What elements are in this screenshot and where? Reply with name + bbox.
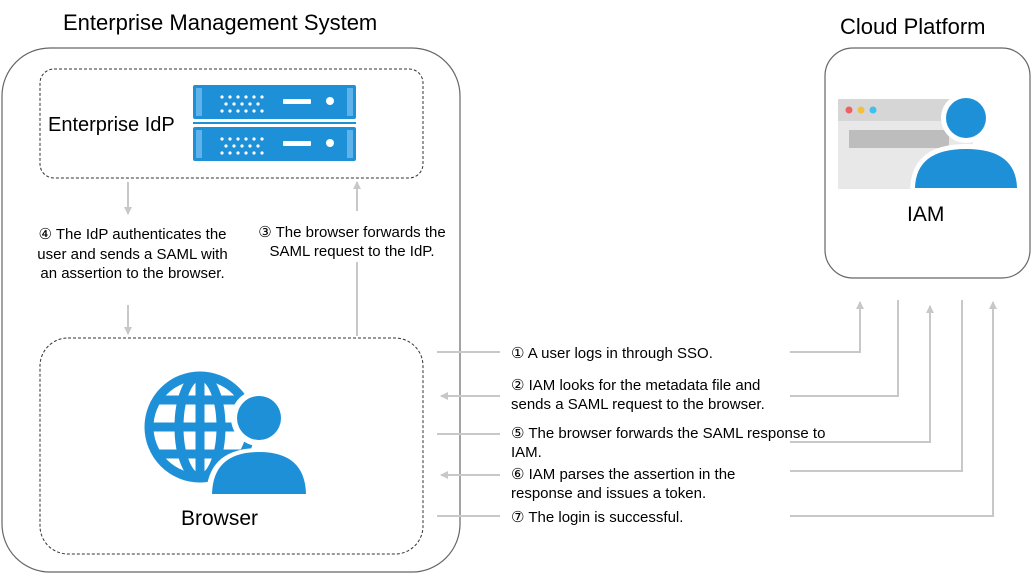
iam-label: IAM <box>907 203 945 226</box>
step6-label: ⑥ IAM parses the assertion in the respon… <box>511 466 736 502</box>
browser-label: Browser <box>181 507 259 530</box>
idp-box <box>39 68 424 179</box>
arrow-step6-right <box>790 300 963 472</box>
step4-label: ④ The IdP authenticates the user and sen… <box>37 226 228 282</box>
arrow-step5-right <box>790 305 934 443</box>
enterprise-title: Enterprise Management System <box>63 10 378 35</box>
step5-label: ⑤ The browser forwards the SAML response… <box>511 425 826 461</box>
server-rack-icon <box>193 85 356 161</box>
enterprise-container <box>1 47 461 573</box>
step2-label: ② IAM looks for the metadata file and se… <box>511 377 765 413</box>
iam-box <box>824 47 1031 279</box>
step3-label: ③ The browser forwards the SAML request … <box>258 224 446 260</box>
cloud-title: Cloud Platform <box>840 14 986 39</box>
globe-user-icon <box>144 371 312 498</box>
arrow-step7-right <box>790 301 997 517</box>
arrow-step1-right <box>790 301 864 353</box>
arrow-step2-right <box>790 300 899 397</box>
step7-label: ⑦ The login is successful. <box>511 509 684 526</box>
browser-window-user-icon <box>838 93 1022 192</box>
step1-label: ① A user logs in through SSO. <box>511 345 713 362</box>
idp-label: Enterprise IdP <box>48 114 175 136</box>
browser-box <box>39 337 424 555</box>
